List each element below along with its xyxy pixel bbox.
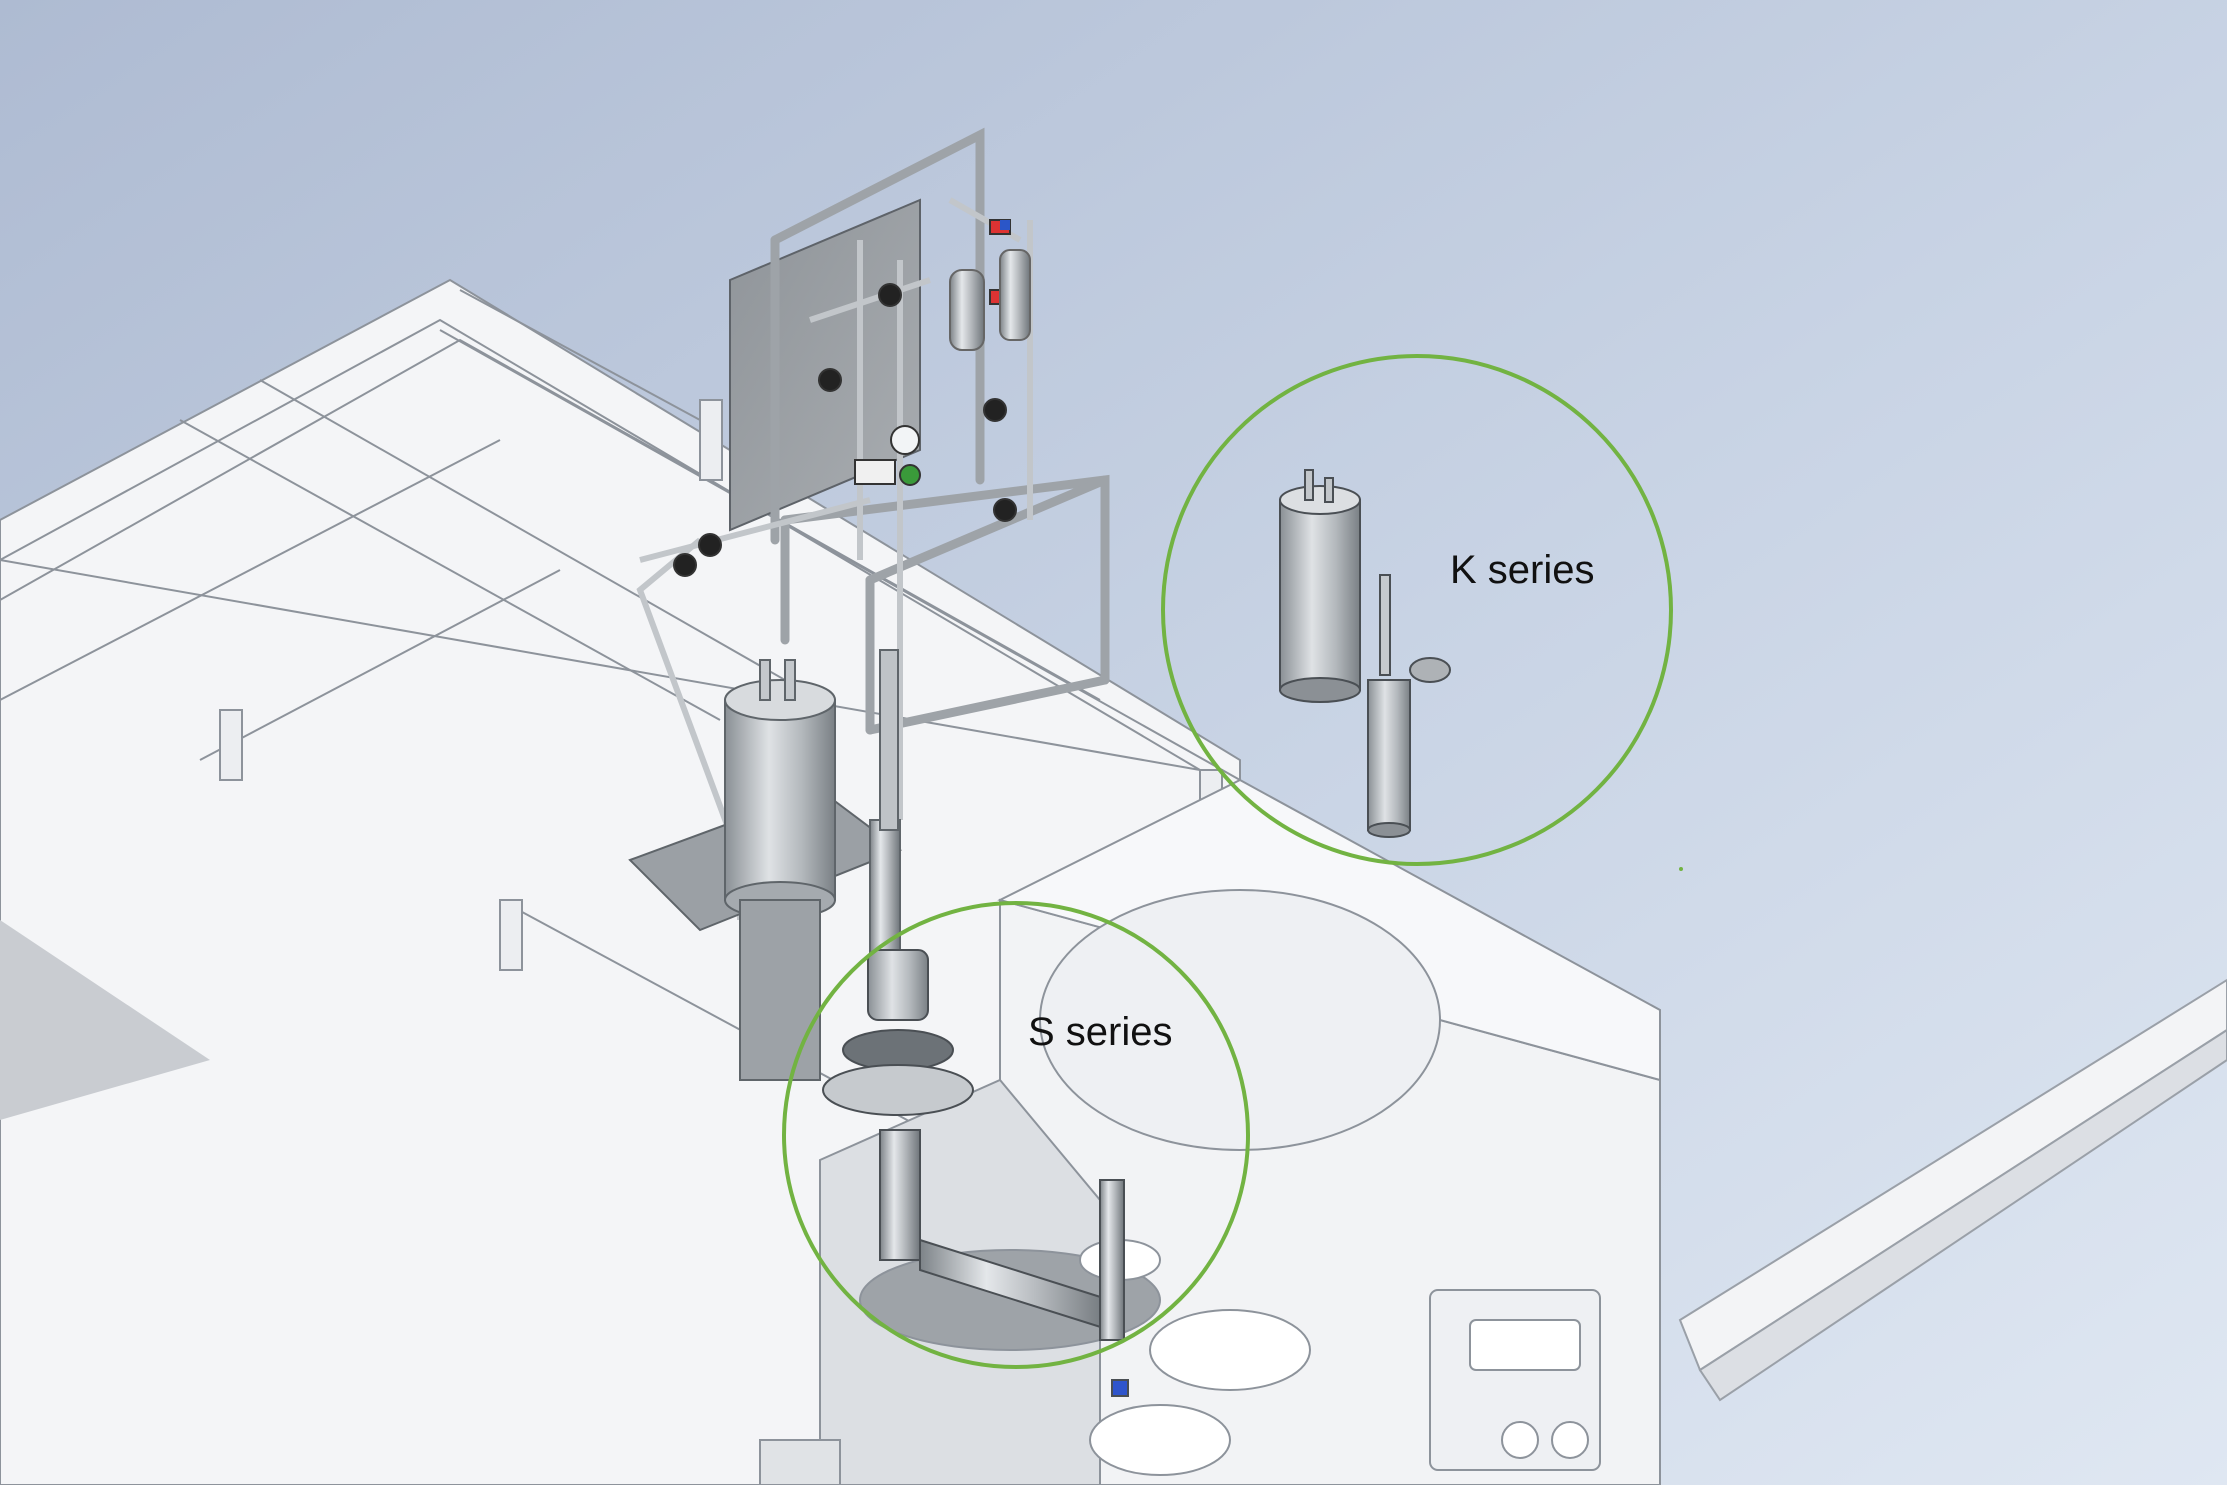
k-series-module: [1279, 469, 1451, 838]
k-series-callout-ring: [1161, 354, 1673, 866]
s-series-label: S series: [1028, 1010, 1173, 1054]
k-series-label: K series: [1450, 548, 1595, 592]
main-tank: [628, 649, 903, 1081]
s-series-module: [822, 949, 1129, 1397]
right-rail: [1678, 978, 2227, 1402]
control-panel-skid: [636, 127, 1110, 920]
s-series-callout-ring: [782, 901, 1250, 1369]
ring-dot: [1679, 867, 1683, 871]
